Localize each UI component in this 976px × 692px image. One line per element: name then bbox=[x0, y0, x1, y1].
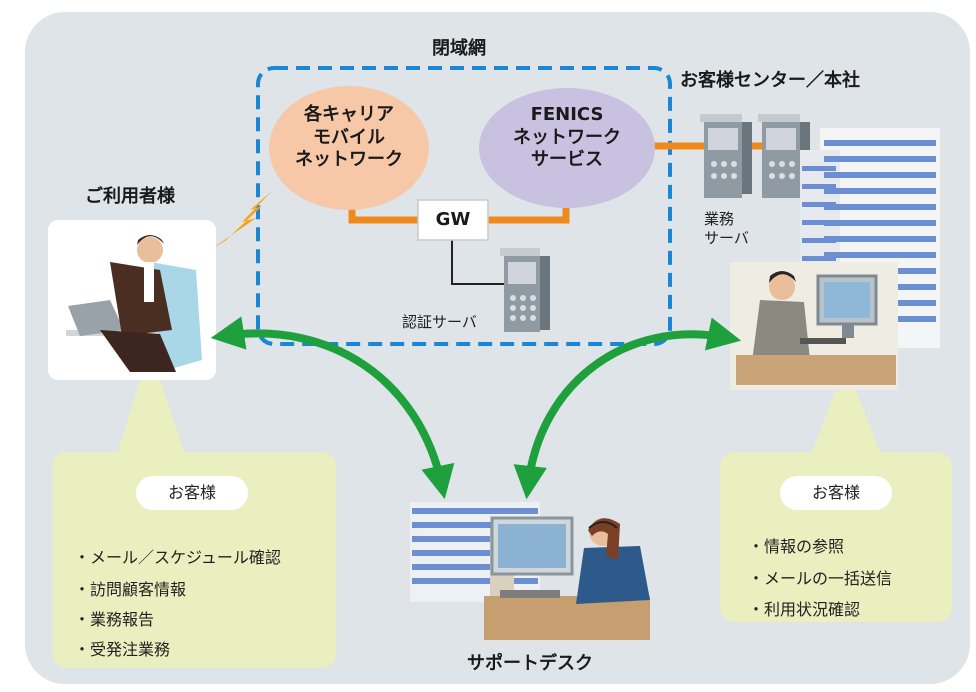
wireless-bolt-icon bbox=[210, 191, 272, 250]
left-panel-item: ・メール／スケジュール確認 bbox=[74, 548, 281, 567]
right-panel-item: ・利用状況確認 bbox=[748, 600, 861, 619]
right-panel-item: ・メールの一括送信 bbox=[748, 569, 893, 588]
business-server-line: 業務 bbox=[704, 210, 735, 228]
left-panel-item: ・受発注業務 bbox=[74, 640, 171, 659]
left-callout-tail bbox=[118, 380, 184, 452]
auth-server-icon bbox=[500, 248, 550, 332]
fenics-line: FENICS bbox=[530, 104, 604, 125]
operator-photo bbox=[730, 262, 898, 390]
mobile-network-line: モバイル bbox=[313, 126, 385, 148]
gw-box bbox=[417, 199, 489, 241]
closed-network-boundary bbox=[256, 66, 672, 346]
user-label: ご利用者様 bbox=[85, 186, 175, 207]
arrow-center-support bbox=[513, 317, 742, 500]
business-server-line: サーバ bbox=[704, 228, 749, 247]
closed-network-label: 閉域網 bbox=[432, 38, 486, 59]
business-server-icon bbox=[700, 114, 810, 198]
arrow-user-support bbox=[210, 316, 455, 500]
business-server-label: 業務 サーバ bbox=[704, 210, 749, 248]
mobile-network-line: ネットワーク bbox=[295, 149, 403, 170]
connector-auth bbox=[451, 236, 510, 285]
fenics-line: サービス bbox=[531, 149, 603, 170]
right-callout-tail bbox=[812, 390, 880, 452]
auth-server-label: 認証サーバ bbox=[402, 313, 477, 331]
support-desk-label: サポートデスク bbox=[467, 653, 593, 674]
right-panel-title: お客様 bbox=[780, 476, 892, 510]
right-panel-item: ・情報の参照 bbox=[748, 537, 845, 556]
left-panel-item: ・業務報告 bbox=[74, 610, 155, 629]
mobile-network-label: 各キャリア モバイル ネットワーク bbox=[289, 104, 409, 172]
mobile-network-bubble bbox=[269, 86, 429, 210]
fenics-bubble bbox=[479, 88, 655, 208]
support-operator-photo bbox=[484, 516, 650, 640]
fenics-line: ネットワーク bbox=[513, 126, 621, 148]
user-photo bbox=[48, 220, 216, 380]
customer-center-label: お客様センター／本社 bbox=[680, 70, 860, 91]
mobile-network-line: 各キャリア bbox=[304, 104, 394, 125]
fenics-label: FENICS ネットワーク サービス bbox=[507, 104, 627, 172]
left-panel-title: お客様 bbox=[136, 476, 248, 510]
left-panel-item: ・訪問顧客情報 bbox=[74, 580, 187, 599]
gw-label: GW bbox=[435, 209, 471, 230]
